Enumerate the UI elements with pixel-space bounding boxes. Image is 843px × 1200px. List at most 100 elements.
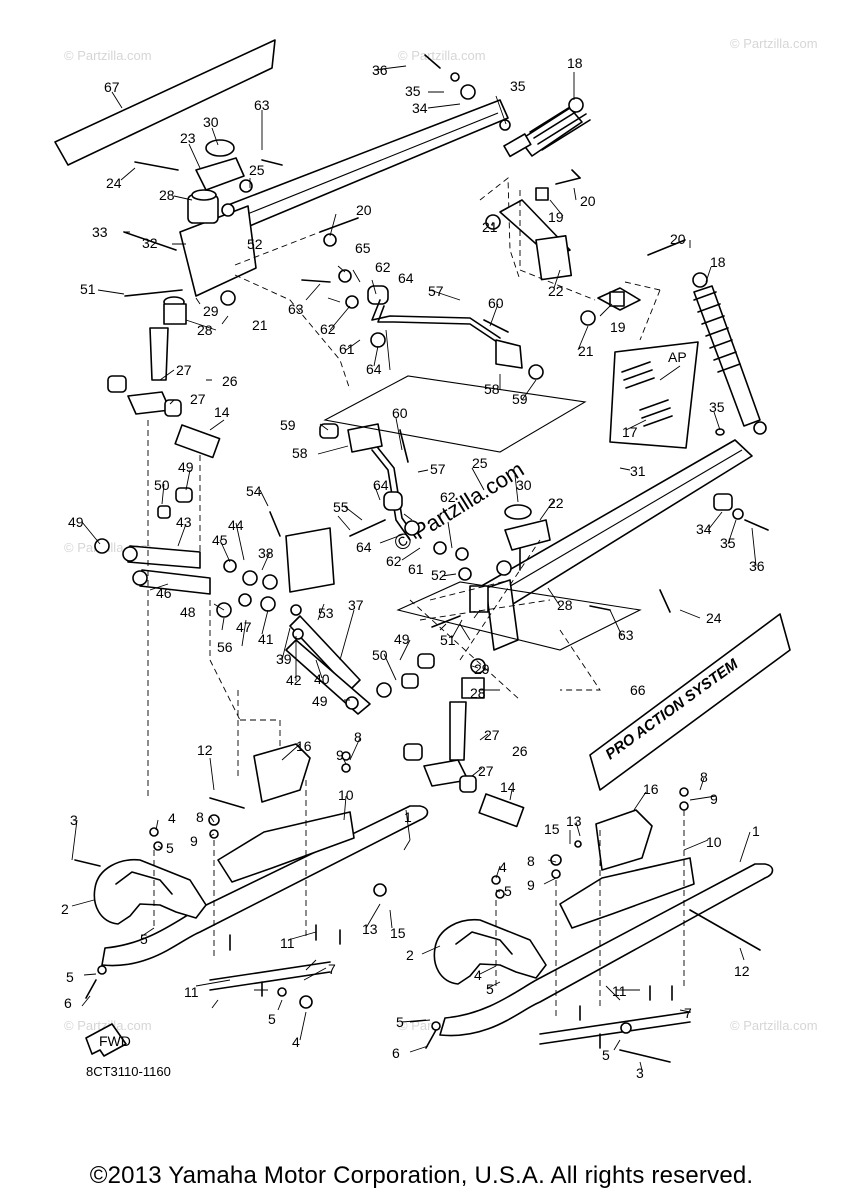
callout-13: 13 (362, 921, 378, 937)
callout-36: 36 (372, 62, 388, 78)
callout-62: 62 (386, 553, 402, 569)
callout-8: 8 (527, 853, 535, 869)
callout-50: 50 (372, 647, 388, 663)
callout-10: 10 (706, 834, 722, 850)
callout-58: 58 (484, 381, 500, 397)
right-ski (425, 787, 774, 1063)
callout-12: 12 (734, 963, 750, 979)
callout-29: 29 (474, 661, 490, 677)
diagram-code: 8CT3110-1160 (86, 1064, 171, 1079)
callout-19: 19 (548, 209, 564, 225)
callout-52: 52 (431, 567, 447, 583)
callout-38: 38 (258, 545, 274, 561)
callout-63: 63 (618, 627, 634, 643)
copyright-footer: ©2013 Yamaha Motor Corporation, U.S.A. A… (89, 1162, 754, 1189)
callout-5: 5 (504, 883, 512, 899)
leader-lines (71, 65, 757, 1071)
callout-66: 66 (630, 682, 646, 698)
callout-57: 57 (430, 461, 446, 477)
callout-64: 64 (398, 270, 414, 286)
callout-14: 14 (214, 404, 230, 420)
lower-right-assembly (403, 439, 769, 828)
callout-20: 20 (580, 193, 596, 209)
callout-4: 4 (168, 810, 176, 826)
callout-60: 60 (488, 295, 504, 311)
callout-28: 28 (557, 597, 573, 613)
callout-49: 49 (394, 631, 410, 647)
part-67-decal (54, 39, 276, 166)
callout-28: 28 (197, 322, 213, 338)
callout-21: 21 (482, 219, 498, 235)
callout-24: 24 (106, 175, 122, 191)
callout-64: 64 (356, 539, 372, 555)
callout-35: 35 (405, 83, 421, 99)
callout-1: 1 (752, 823, 760, 839)
callouts: 67 63 30 23 25 24 28 33 32 52 51 29 28 2… (61, 55, 765, 1081)
callout-27: 27 (478, 763, 494, 779)
callout-30: 30 (203, 114, 219, 130)
callout-45: 45 (212, 532, 228, 548)
callout-39: 39 (276, 651, 292, 667)
callout-62: 62 (440, 489, 456, 505)
callout-27: 27 (484, 727, 500, 743)
callout-28: 28 (159, 187, 175, 203)
callout-20: 20 (356, 202, 372, 218)
callout-62: 62 (375, 259, 391, 275)
callout-16: 16 (643, 781, 659, 797)
callout-59: 59 (512, 391, 528, 407)
callout-56: 56 (217, 639, 233, 655)
callout-67: 67 (104, 79, 120, 95)
callout-5: 5 (140, 931, 148, 947)
callout-8: 8 (196, 809, 204, 825)
callout-14: 14 (500, 779, 516, 795)
callout-63: 63 (254, 97, 270, 113)
callout-58: 58 (292, 445, 308, 461)
callout-47: 47 (236, 619, 252, 635)
callout-5: 5 (602, 1047, 610, 1063)
callout-13: 13 (566, 813, 582, 829)
callout-37: 37 (348, 597, 364, 613)
callout-29: 29 (203, 303, 219, 319)
callout-53: 53 (318, 605, 334, 621)
callout-4: 4 (474, 967, 482, 983)
callout-27: 27 (176, 362, 192, 378)
callout-5: 5 (486, 981, 494, 997)
callout-10: 10 (338, 787, 354, 803)
callout-6: 6 (64, 995, 72, 1011)
callout-64: 64 (373, 477, 389, 493)
callout-12: 12 (197, 742, 213, 758)
callout-49: 49 (312, 693, 328, 709)
callout-9: 9 (710, 791, 718, 807)
callout-20: 20 (670, 231, 686, 247)
decal-text: PRO ACTION SYSTEM (602, 655, 741, 763)
callout-65: 65 (355, 240, 371, 256)
center-linkage (94, 375, 642, 800)
callout-49: 49 (68, 514, 84, 530)
callout-3: 3 (636, 1065, 644, 1081)
callout-64: 64 (366, 361, 382, 377)
upper-left-assembly (107, 99, 544, 459)
watermark: © Partzilla.com (398, 48, 486, 63)
callout-42: 42 (286, 672, 302, 688)
watermark: © Partzilla.com (64, 48, 152, 63)
callout-11: 11 (280, 935, 295, 951)
callout-22: 22 (548, 283, 564, 299)
callout-11: 11 (184, 984, 199, 1000)
callout-57: 57 (428, 283, 444, 299)
callout-51: 51 (80, 281, 96, 297)
callout-34: 34 (412, 100, 428, 116)
callout-11: 11 (612, 983, 627, 999)
callout-6: 6 (392, 1045, 400, 1061)
callout-7: 7 (684, 1005, 692, 1021)
callout-55: 55 (333, 499, 349, 515)
callout-19: 19 (610, 319, 626, 335)
callout-28: 28 (470, 685, 486, 701)
callout-4: 4 (292, 1034, 300, 1050)
callout-17: 17 (622, 424, 638, 440)
callout-31: 31 (630, 463, 646, 479)
exploded-parts-diagram: © Partzilla.com © Partzilla.com © Partzi… (54, 36, 818, 1081)
callout-22: 22 (548, 495, 564, 511)
callout-41: 41 (258, 631, 274, 647)
callout-36: 36 (749, 558, 765, 574)
